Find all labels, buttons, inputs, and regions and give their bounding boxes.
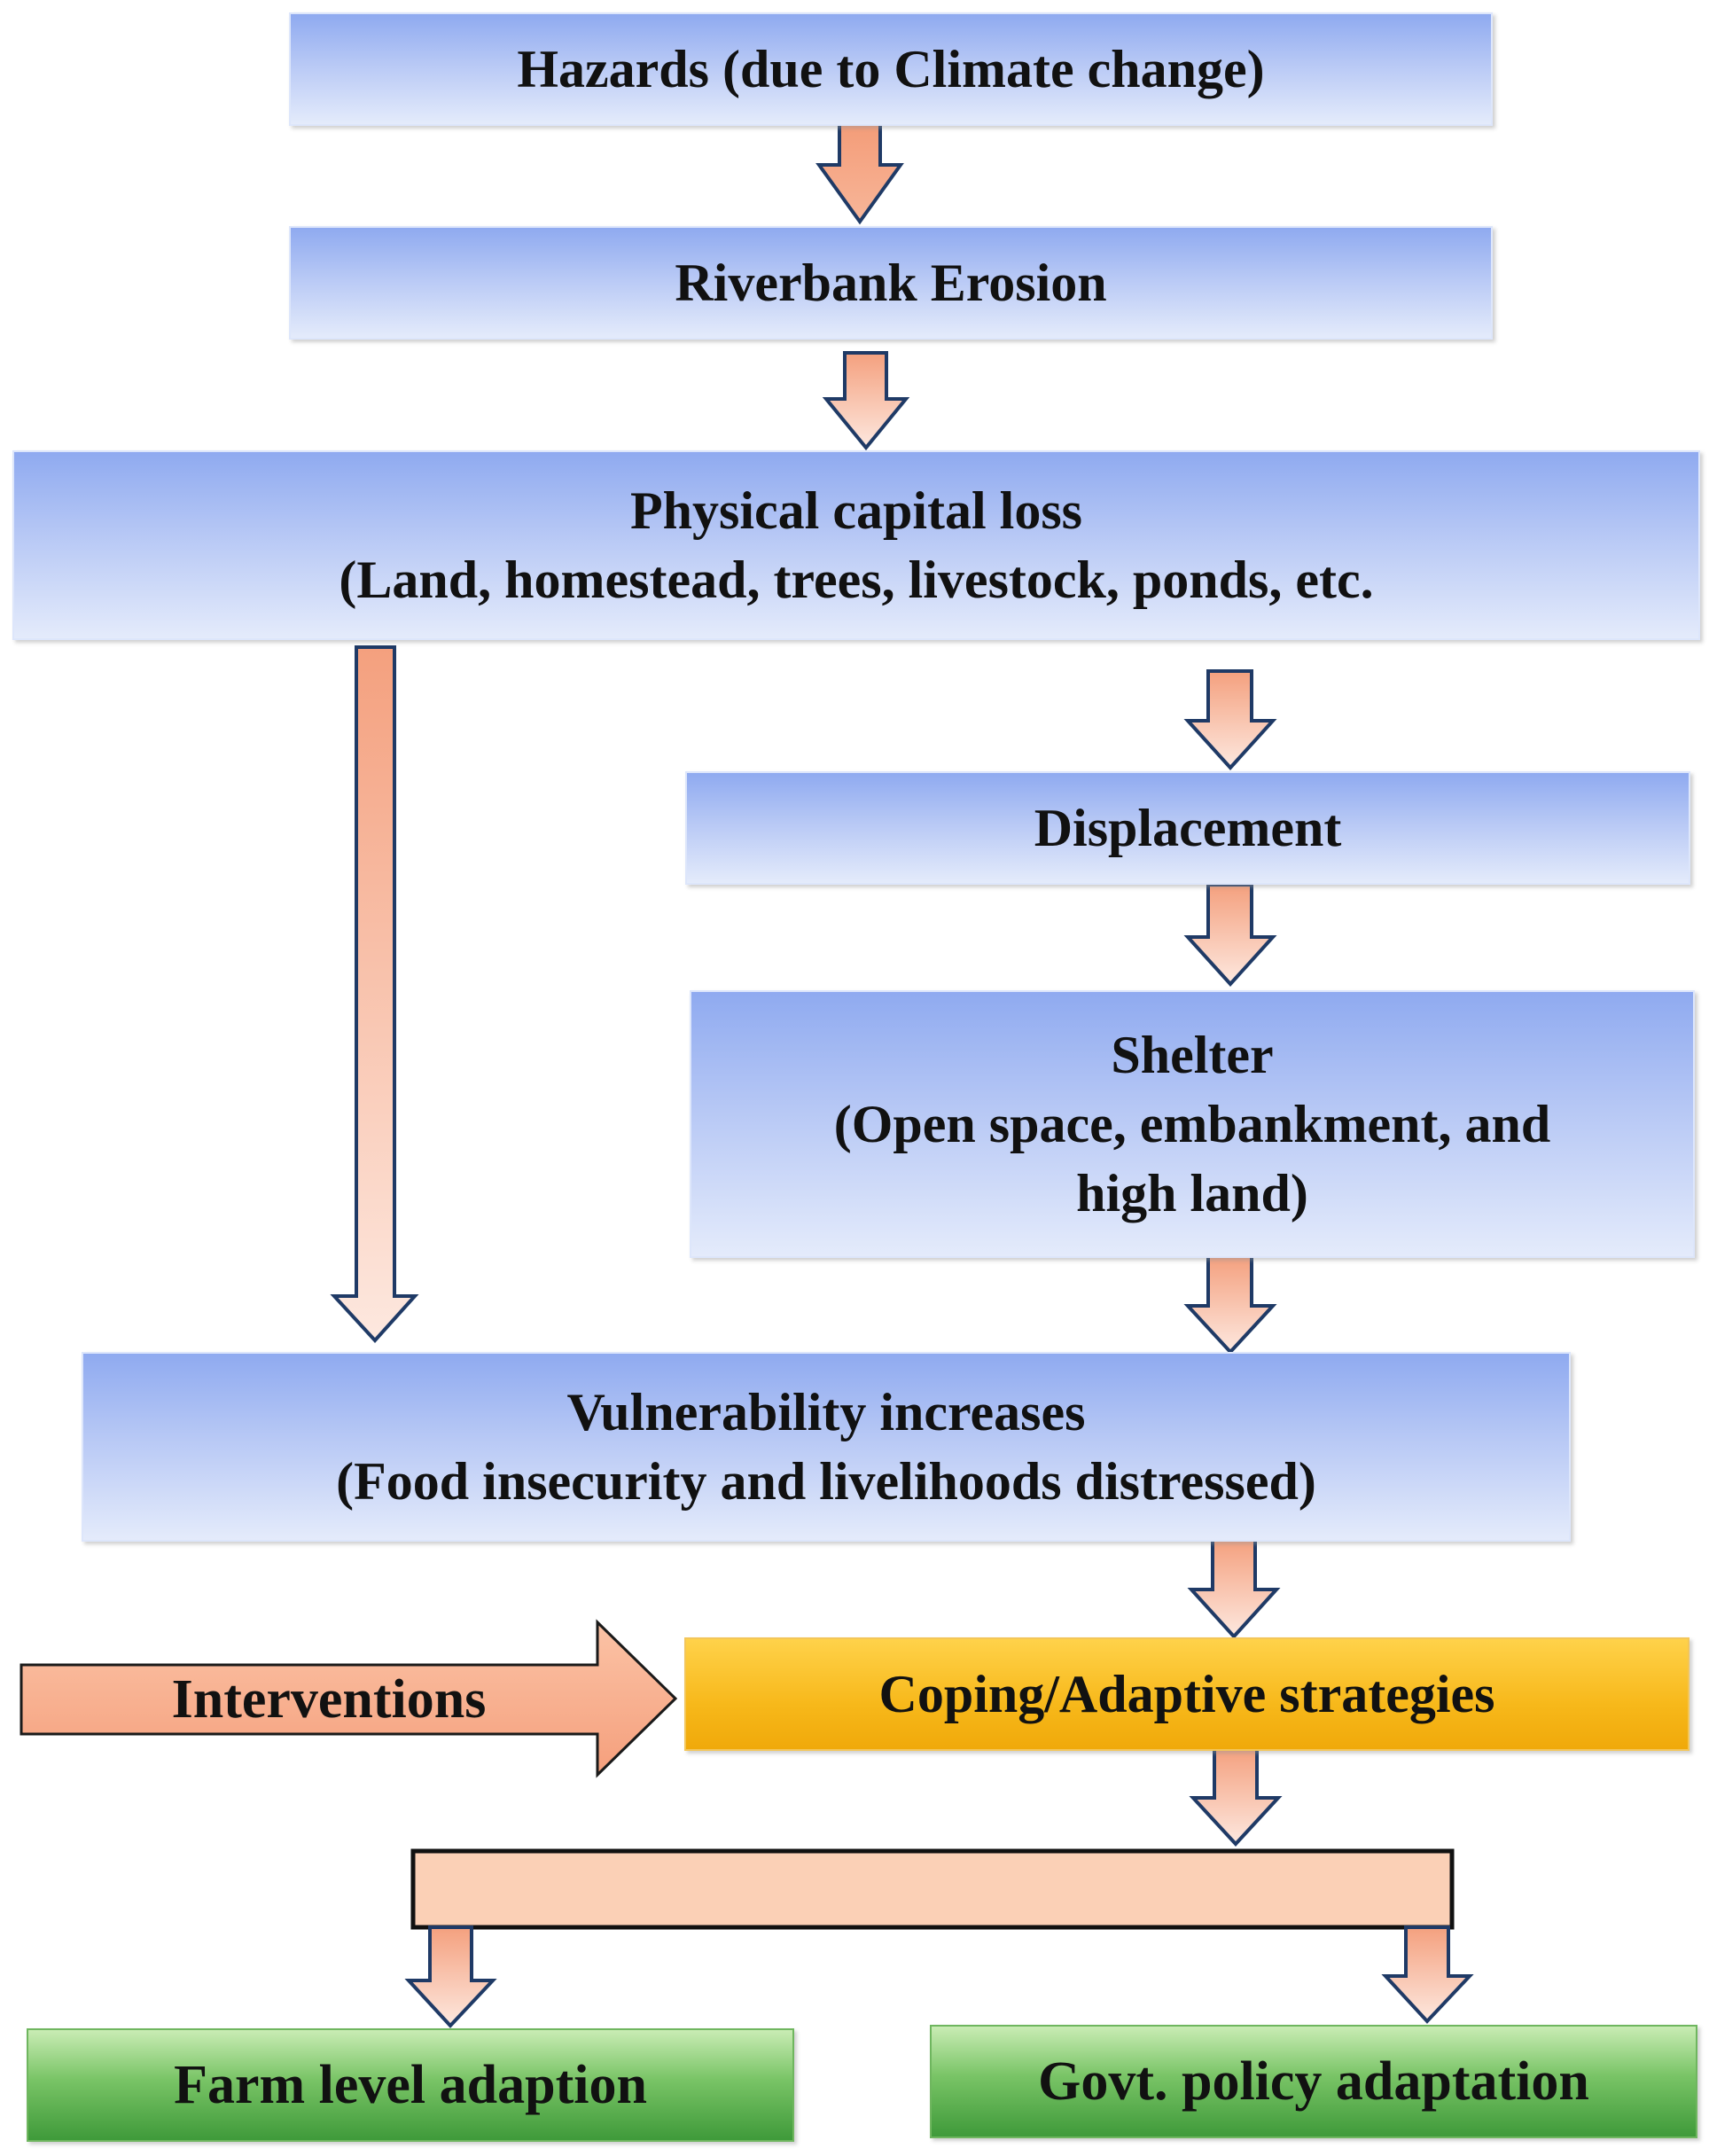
govt-policy-adaptation-label: Govt. policy adaptation	[1038, 2051, 1589, 2112]
farm-level-adaption-label: Farm level adaption	[174, 2054, 647, 2115]
displacement-box: Displacement	[685, 771, 1690, 885]
physical-capital-loss-box: Physical capital loss (Land, homestead, …	[12, 450, 1700, 640]
down-arrow-5	[1183, 1254, 1277, 1355]
govt-policy-adaptation-box: Govt. policy adaptation	[930, 2025, 1697, 2138]
shelter-detail-2: high land)	[1076, 1164, 1308, 1223]
down-arrow-3	[1183, 669, 1277, 770]
shelter-detail-1: (Open space, embankment, and	[833, 1095, 1551, 1153]
farm-level-adaption-box: Farm level adaption	[27, 2028, 794, 2142]
coping-strategies-label: Coping/Adaptive strategies	[878, 1665, 1495, 1723]
down-arrow-6	[1187, 1538, 1281, 1639]
splitter-bar	[410, 1848, 1455, 1930]
vulnerability-box: Vulnerability increases (Food insecurity…	[82, 1352, 1571, 1542]
down-arrow-govt	[1381, 1926, 1474, 2024]
shelter-title: Shelter	[1111, 1026, 1274, 1084]
interventions-arrow	[20, 1619, 678, 1778]
shelter-box: Shelter (Open space, embankment, and hig…	[690, 990, 1695, 1258]
down-arrow-farm	[404, 1926, 497, 2028]
vulnerability-detail: (Food insecurity and livelihoods distres…	[336, 1452, 1316, 1511]
down-arrow-4	[1183, 883, 1277, 987]
long-down-arrow	[330, 645, 419, 1343]
down-arrow-1	[815, 121, 904, 225]
displacement-label: Displacement	[1034, 799, 1342, 857]
coping-strategies-box: Coping/Adaptive strategies	[684, 1637, 1689, 1751]
vulnerability-title: Vulnerability increases	[566, 1383, 1086, 1441]
riverbank-erosion-label: Riverbank Erosion	[675, 254, 1107, 312]
down-arrow-7	[1189, 1746, 1283, 1847]
hazards-box: Hazards (due to Climate change)	[289, 12, 1493, 126]
hazards-label: Hazards (due to Climate change)	[517, 40, 1265, 98]
physical-capital-loss-title: Physical capital loss	[629, 481, 1083, 540]
interventions-label: Interventions	[171, 1668, 487, 1730]
physical-capital-loss-detail: (Land, homestead, trees, livestock, pond…	[339, 551, 1374, 609]
riverbank-erosion-box: Riverbank Erosion	[289, 226, 1493, 340]
down-arrow-2	[822, 351, 910, 451]
interventions-label-box: Interventions	[21, 1665, 636, 1734]
